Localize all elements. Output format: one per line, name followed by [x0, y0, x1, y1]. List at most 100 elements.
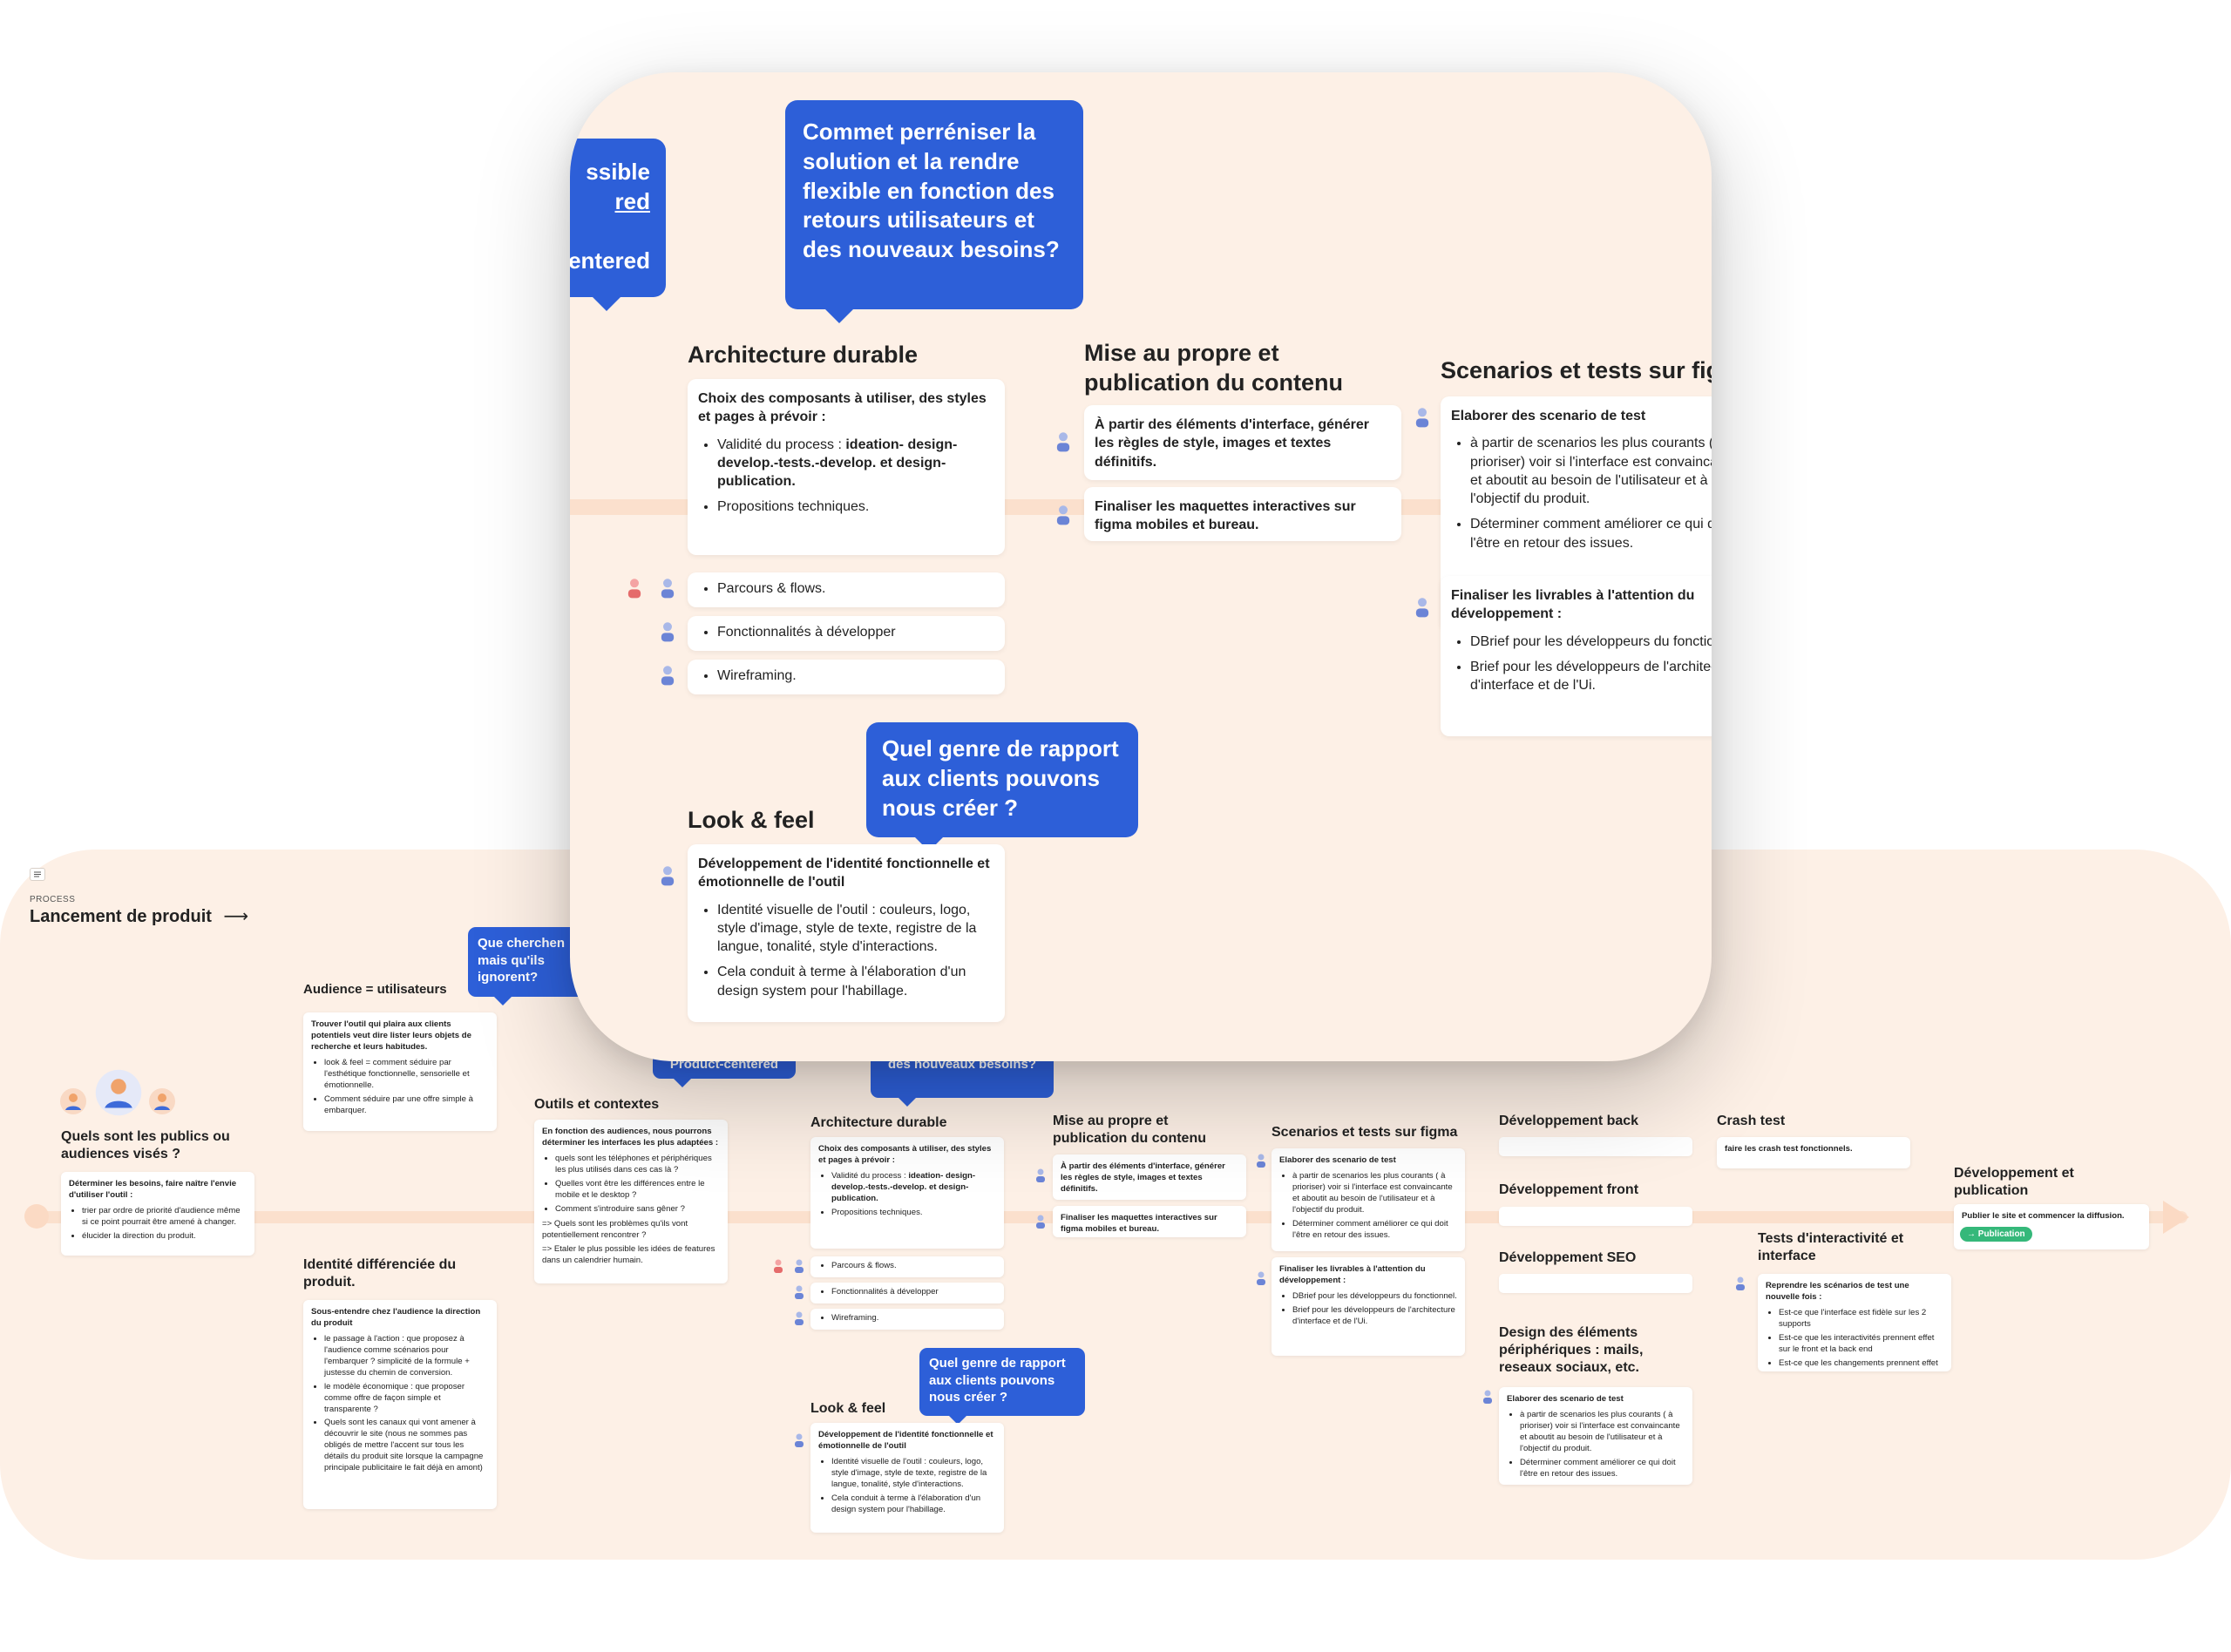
partial-line-1: ssible — [586, 159, 650, 185]
audiences-card[interactable]: Déterminer les besoins, faire naître l'e… — [61, 1172, 254, 1256]
tools-title: Outils et contextes — [534, 1097, 660, 1112]
list-item: Quels sont les canaux qui vont amener à … — [324, 1418, 489, 1474]
bubble-perenniser[interactable]: Commet perréniser la solution et la rend… — [785, 100, 1083, 323]
list-item: à partir de scenarios les plus courants … — [1470, 434, 1712, 508]
tools-list: quels sont les téléphones et périphériqu… — [542, 1154, 720, 1215]
partial-line-2: red — [614, 187, 650, 214]
zoom-look-card[interactable]: Développement de l'identité fonctionnell… — [688, 844, 1005, 1022]
list-item: Fonctionnalités à développer — [831, 1287, 996, 1298]
audiences-title: Quels sont les publics ou audiences visé… — [61, 1129, 230, 1161]
architecture-wireframing-card[interactable]: Wireframing. — [810, 1309, 1004, 1330]
dev-back-title: Développement back — [1499, 1114, 1639, 1128]
dev-seo-card[interactable] — [1499, 1274, 1692, 1293]
zoom-livrables-card[interactable]: Finaliser les livrables à l'attention du… — [1441, 576, 1712, 736]
architecture-parcours-card[interactable]: Parcours & flows. — [810, 1256, 1004, 1277]
users-list: look & feel = comment séduire par l'esth… — [311, 1058, 489, 1117]
person-icon — [795, 1311, 804, 1325]
identity-list: le passage à l'action : que proposez à l… — [311, 1334, 489, 1474]
bubble-quel-genre[interactable]: Quel genre de rapport aux clients pouvon… — [919, 1348, 1085, 1425]
scenarios-card[interactable]: Elaborer des scenario de test à partir d… — [1271, 1148, 1465, 1251]
scenarios-list: à partir de scenarios les plus courants … — [1279, 1171, 1457, 1242]
scenarios-livrables-card[interactable]: Finaliser les livrables à l'attention du… — [1271, 1257, 1465, 1356]
menu-icon[interactable] — [30, 868, 45, 881]
item-prefix: Validité du process : — [717, 437, 846, 452]
list-item: Cela conduit à terme à l'élaboration d'u… — [717, 963, 994, 1000]
zoom-bubble-quel-genre[interactable]: Quel genre de rapport aux clients pouvon… — [866, 722, 1138, 851]
list-item: Cela conduit à terme à l'élaboration d'u… — [831, 1493, 996, 1516]
board-title-text: Lancement de produit — [30, 907, 212, 926]
timeline-start-dot — [24, 1204, 49, 1229]
identity-title: Identité différenciée du produit. — [303, 1257, 457, 1290]
identity-card-title: Sous-entendre chez l'audience la directi… — [311, 1307, 481, 1328]
publication-contenu-card-2[interactable]: Finaliser les maquettes interactives sur… — [1053, 1206, 1246, 1237]
tools-card-title: En fonction des audiences, nous pourrons… — [542, 1127, 719, 1148]
person-icon — [1056, 505, 1070, 525]
zoom-livrables-list: DBrief pour les développeurs du fonction… — [1451, 633, 1712, 695]
zoom-architecture-title: Architecture durable — [688, 342, 919, 368]
list-item: Brief pour les développeurs de l'archite… — [1292, 1305, 1457, 1328]
peripheral-list: à partir de scenarios les plus courants … — [1507, 1410, 1685, 1480]
dev-back-card[interactable] — [1499, 1137, 1692, 1156]
architecture-fonctionnalites-card[interactable]: Fonctionnalités à développer — [810, 1283, 1004, 1303]
tools-extra-1: => Quels sont les problèmes qu'ils vont … — [542, 1218, 688, 1240]
architecture-title: Architecture durable — [810, 1115, 947, 1130]
zoom-wireframing-card[interactable]: Wireframing. — [688, 660, 1005, 694]
look-title: Look & feel — [810, 1401, 886, 1416]
list-item: Est-ce que l'interface est fidèle sur le… — [1779, 1308, 1943, 1330]
bubble-left-partial[interactable]: ssible red entered — [570, 139, 666, 311]
list-item: Parcours & flows. — [831, 1261, 996, 1272]
list-item: Identité visuelle de l'outil : couleurs,… — [831, 1457, 996, 1491]
peripheral-card[interactable]: Elaborer des scenario de test à partir d… — [1499, 1387, 1692, 1485]
list-item: Brief pour les développeurs de l'archite… — [1470, 658, 1712, 695]
architecture-card[interactable]: Choix des composants à utiliser, des sty… — [810, 1137, 1004, 1249]
dev-front-card[interactable] — [1499, 1207, 1692, 1226]
users-title: Audience = utilisateurs — [303, 982, 447, 997]
zoom-publication-contenu-card-2[interactable]: Finaliser les maquettes interactives sur… — [1084, 487, 1401, 541]
list-item: quels sont les téléphones et périphériqu… — [555, 1154, 720, 1176]
item-bold: ideation- design-develop.-tests.-develop… — [717, 437, 958, 490]
livrables-title: Finaliser les livrables à l'attention du… — [1279, 1264, 1426, 1285]
person-icon — [149, 1088, 175, 1114]
interactivity-card[interactable]: Reprendre les scénarios de test une nouv… — [1758, 1274, 1951, 1371]
zoom-architecture-list: Validité du process : ideation- design-d… — [698, 436, 994, 517]
list-item: Identité visuelle de l'outil : couleurs,… — [717, 901, 994, 957]
board-title: Lancement de produit ⟶ — [30, 905, 248, 927]
person-icon — [795, 1285, 804, 1299]
publication-contenu-card-1[interactable]: À partir des éléments d'interface, génér… — [1053, 1154, 1246, 1200]
tools-card[interactable]: En fonction des audiences, nous pourrons… — [534, 1120, 728, 1283]
publication-pill[interactable]: → Publication — [1960, 1227, 2032, 1242]
crash-card[interactable]: faire les crash test fonctionnels. — [1717, 1137, 1910, 1168]
look-card-title: Développement de l'identité fonctionnell… — [818, 1430, 993, 1451]
zoom-publication-contenu-card-1[interactable]: À partir des éléments d'interface, génér… — [1084, 405, 1401, 480]
crash-title: Crash test — [1717, 1114, 1786, 1128]
list-item: Est-ce que les interactivités prennent e… — [1779, 1333, 1943, 1356]
zoom-parcours-card[interactable]: Parcours & flows. — [688, 572, 1005, 607]
person-icon — [774, 1259, 783, 1273]
list-item: Parcours & flows. — [717, 579, 994, 598]
identity-card[interactable]: Sous-entendre chez l'audience la directi… — [303, 1300, 497, 1509]
list-item: élucider la direction du produit. — [82, 1231, 247, 1242]
peripheral-card-title: Elaborer des scenario de test — [1507, 1394, 1624, 1404]
users-card[interactable]: Trouver l'outil qui plaira aux clients p… — [303, 1012, 497, 1131]
person-icon — [1036, 1168, 1045, 1182]
list-item: look & feel = comment séduire par l'esth… — [324, 1058, 489, 1092]
bubble-que-cherchent[interactable]: Que cherchen mais qu'ils ignorent? — [468, 927, 590, 1005]
zoom-scenarios-card-title: Elaborer des scenario de test — [1451, 409, 1646, 423]
list-item: Validité du process : ideation- design-d… — [717, 436, 994, 491]
list-item: Quelles vont être les différences entre … — [555, 1179, 720, 1202]
livrables-list: DBrief pour les développeurs du fonction… — [1279, 1291, 1457, 1328]
zoom-fonctionnalites-card[interactable]: Fonctionnalités à développer — [688, 616, 1005, 651]
list-item: Fonctionnalités à développer — [717, 623, 994, 641]
list-item: Déterminer comment améliorer ce qui doit… — [1292, 1219, 1457, 1242]
interactivity-title: Tests d'interactivité et interface — [1758, 1231, 1904, 1263]
audiences-list: trier par ordre de priorité d'audience m… — [69, 1206, 247, 1242]
architecture-card-title: Choix des composants à utiliser, des sty… — [818, 1144, 992, 1165]
list-item: Propositions techniques. — [831, 1208, 996, 1219]
dev-front-title: Développement front — [1499, 1182, 1639, 1197]
list-item: le modèle économique : que proposer comm… — [324, 1382, 489, 1416]
person-icon — [1036, 1215, 1045, 1229]
look-card[interactable]: Développement de l'identité fonctionnell… — [810, 1423, 1004, 1533]
zoom-architecture-card[interactable]: Choix des composants à utiliser, des sty… — [688, 379, 1005, 555]
dev-seo-title: Développement SEO — [1499, 1250, 1637, 1265]
person-icon — [627, 579, 641, 599]
